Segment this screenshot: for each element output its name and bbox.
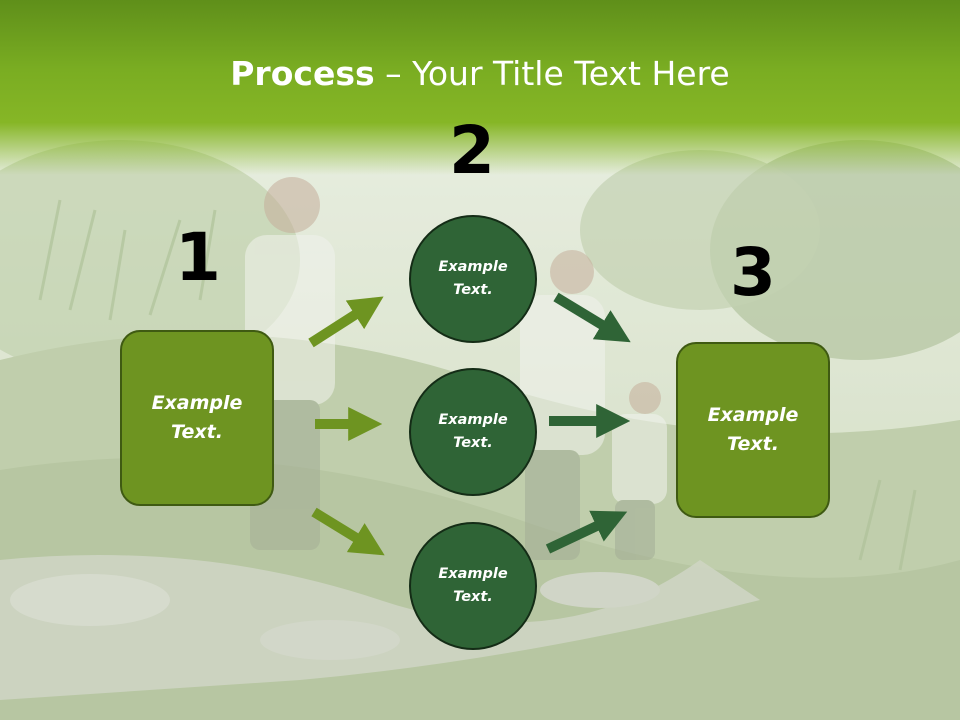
step-number-3: 3 — [730, 234, 776, 311]
arrow-circle-top-to-box — [553, 292, 631, 343]
circle-bottom-line2: Text. — [453, 589, 493, 605]
arrow-circle-bottom-to-box — [545, 510, 628, 554]
circle-top-line1: Example — [438, 259, 508, 275]
circle-bottom-line1: Example — [438, 566, 508, 582]
title-rest: – Your Title Text Here — [374, 54, 730, 93]
circle-middle-line2: Text. — [453, 435, 493, 451]
box-step-1-line1: Example — [151, 392, 243, 414]
box-step-1-line2: Text. — [171, 421, 223, 443]
circle-middle-line1: Example — [438, 412, 508, 428]
step-number-2: 2 — [449, 112, 495, 189]
arrow-box-to-circle-bottom — [311, 507, 385, 556]
title-bold: Process — [230, 54, 375, 93]
circle-top-line2: Text. — [453, 282, 493, 298]
slide-title: Process – Your Title Text Here — [0, 52, 960, 96]
arrow-box-to-circle-top — [308, 296, 384, 348]
box-step-3-line1: Example — [707, 404, 799, 426]
title-band — [0, 0, 960, 175]
step-number-1: 1 — [175, 219, 221, 296]
box-step-3-line2: Text. — [727, 433, 779, 455]
